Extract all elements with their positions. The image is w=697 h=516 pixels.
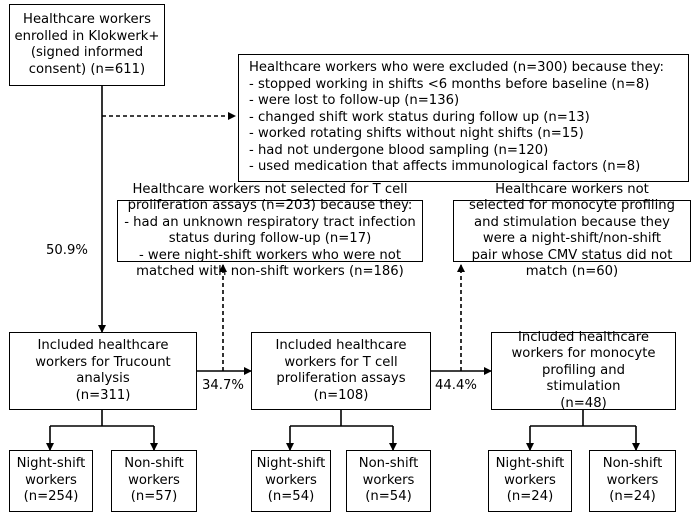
box-text-line: (n=108) <box>313 387 369 403</box>
box-text-line: - stopped working in shifts <6 months be… <box>249 76 650 92</box>
box-text-line: and stimulation because they <box>474 214 670 230</box>
box-text-line: - had not undergone blood sampling (n=12… <box>249 142 549 158</box>
box-text-line: workers for T cell <box>284 354 398 370</box>
percent-trucount-to-tcell: 34.7% <box>202 378 244 393</box>
box-text-line: (n=24) <box>609 489 656 505</box>
box-text-line: Non-shift <box>602 456 663 472</box>
box-text-line: Healthcare workers not selected for T ce… <box>132 181 408 197</box>
box-text-line: Night-shift <box>495 456 565 472</box>
box-text-line: (n=57) <box>130 489 178 505</box>
box-text-line: workers <box>128 472 180 488</box>
box-text-line: (n=24) <box>506 489 554 505</box>
box-text-line: - used medication that affects immunolog… <box>249 159 641 175</box>
box-text-line: Healthcare workers <box>23 12 151 27</box>
box-text-line: - were night-shift workers who were not <box>138 247 401 263</box>
box-text-line: (n=54) <box>267 489 315 505</box>
box-text-line: workers for Trucount <box>35 354 171 370</box>
box-text-line: matched with non-shift workers (n=186) <box>136 264 404 279</box>
box-text-line: status during follow-up (n=17) <box>168 231 372 246</box>
box-text-line: were a night-shift/non-shift <box>482 231 662 246</box>
box-text-line: (n=48) <box>560 395 607 411</box>
box-text-line: stimulation <box>546 379 621 395</box>
box-text-line: Included healthcare <box>518 329 649 345</box>
box-text-line: (signed informed <box>30 45 144 60</box>
box-text-line: Healthcare workers who were excluded (n=… <box>249 60 664 76</box>
percent-enrolled-to-trucount: 50.9% <box>46 243 88 258</box>
box-text-line: Included healthcare <box>37 338 169 353</box>
box-text-line: consent) (n=611) <box>28 61 146 77</box>
not-selected-tcell-box: Healthcare workers not selected for T ce… <box>117 182 423 279</box>
box-text-line: proliferation assays <box>276 371 406 386</box>
box-text-line: pair whose CMV status did not <box>471 247 673 263</box>
box-text-line: Healthcare workers not <box>495 181 649 197</box>
box-text-line: workers <box>504 472 556 488</box>
box-text-line: enrolled in Klokwerk+ <box>14 28 160 44</box>
percent-tcell-to-monocyte: 44.4% <box>435 378 477 393</box>
box-text-line: (n=311) <box>75 387 131 403</box>
excluded-box: Healthcare workers who were excluded (n=… <box>238 54 689 182</box>
box-text-line: - were lost to follow-up (n=136) <box>249 93 460 109</box>
box-text-line: selected for monocyte profiling <box>469 198 675 213</box>
box-text-line: profiling and <box>542 362 625 378</box>
box-text-line: (n=54) <box>365 489 412 505</box>
box-text-line: workers <box>265 472 317 488</box>
box-text-line: analysis <box>76 371 130 386</box>
box-text-line: Night-shift <box>256 456 326 472</box>
box-text-line: (n=254) <box>23 489 79 505</box>
box-text-line: Non-shift <box>124 456 184 472</box>
box-text-line: workers <box>25 472 77 488</box>
box-text-line: Night-shift <box>16 456 86 472</box>
box-text-line: workers <box>362 472 415 488</box>
box-text-line: proliferation assays (n=203) because the… <box>127 198 413 213</box>
box-text-line: match (n=60) <box>525 264 619 279</box>
box-text-line: workers for monocyte <box>511 346 656 362</box>
box-text-line: - changed shift work status during follo… <box>249 109 590 125</box>
box-text-line: Non-shift <box>358 456 419 472</box>
box-text-line: Included healthcare <box>275 338 407 353</box>
box-text-line: workers <box>606 472 659 488</box>
box-text-line: - had an unknown respiratory tract infec… <box>124 214 416 230</box>
box-text-line: - worked rotating shifts without night s… <box>249 126 584 142</box>
